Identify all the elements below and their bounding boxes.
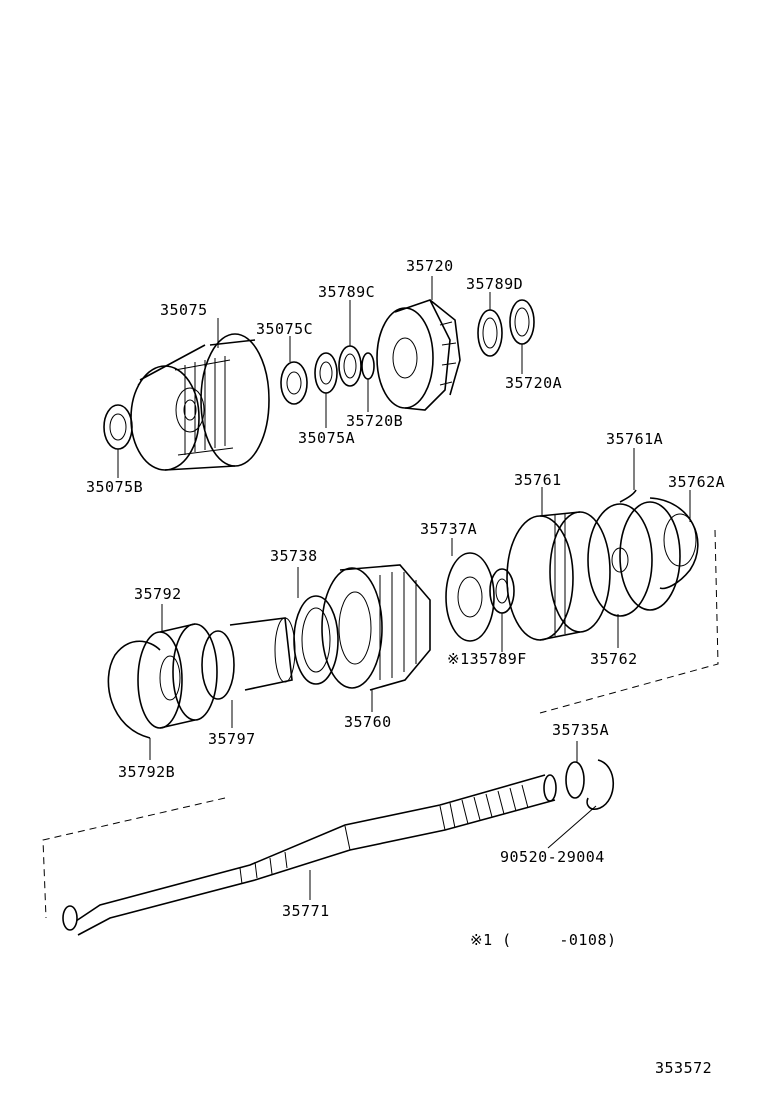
part-35760-ring-gear (321, 564, 431, 691)
part-35075-drum (130, 333, 270, 471)
part-35771-input-shaft (62, 774, 557, 936)
label-35762A: 35762A (668, 473, 726, 491)
part-35735A-snap-ring (565, 761, 585, 799)
label-35789D: 35789D (466, 275, 524, 293)
label-35075: 35075 (160, 301, 208, 319)
part-35075A-bearing (314, 352, 338, 394)
part-35762-gear (587, 501, 681, 617)
label-35771: 35771 (282, 902, 330, 920)
part-35720-carrier (376, 299, 461, 411)
leader-lines (117, 276, 691, 900)
label-35792B: 35792B (118, 763, 176, 781)
label-35720B: 35720B (346, 412, 404, 430)
label-35075C: 35075C (256, 320, 314, 338)
part-35762A-bearing (649, 497, 699, 590)
label-35075A: 35075A (298, 429, 356, 447)
label-35760: 35760 (344, 713, 392, 731)
part-35789D-washer (477, 309, 503, 357)
label-35738: 35738 (270, 547, 318, 565)
part-35792-clutch (137, 623, 218, 729)
label-35737A: 35737A (420, 520, 478, 538)
label-35761A: 35761A (606, 430, 664, 448)
label-35735A: 35735A (552, 721, 610, 739)
label-90520-29004: 90520-29004 (500, 848, 605, 866)
diagram-number: 353572 (655, 1059, 713, 1077)
label-35761: 35761 (514, 471, 562, 489)
part-35075B-washer (103, 404, 133, 450)
alignment-lines (42, 372, 719, 919)
label-35720A: 35720A (505, 374, 563, 392)
part-90520-29004-snap-ring (586, 759, 614, 810)
part-35737A-plate (445, 552, 495, 642)
part-35720A-bearing (509, 299, 535, 345)
label-35792: 35792 (134, 585, 182, 603)
label-35720: 35720 (406, 257, 454, 275)
part-35738-washer (293, 595, 339, 685)
part-35792B-snap-ring (107, 640, 161, 739)
label-135789F: ※135789F (447, 650, 527, 668)
footnote: ※1 ( -0108) (470, 931, 617, 949)
part-35761-drum (506, 511, 611, 641)
part-35075C-washer (280, 361, 308, 405)
part-35720B-ring (361, 352, 375, 380)
part-35789C-bearing (338, 345, 362, 387)
label-35075B: 35075B (86, 478, 144, 496)
label-35789C: 35789C (318, 283, 376, 301)
label-35762: 35762 (590, 650, 638, 668)
part-35761A-snap-ring (619, 489, 637, 503)
label-35797: 35797 (208, 730, 256, 748)
